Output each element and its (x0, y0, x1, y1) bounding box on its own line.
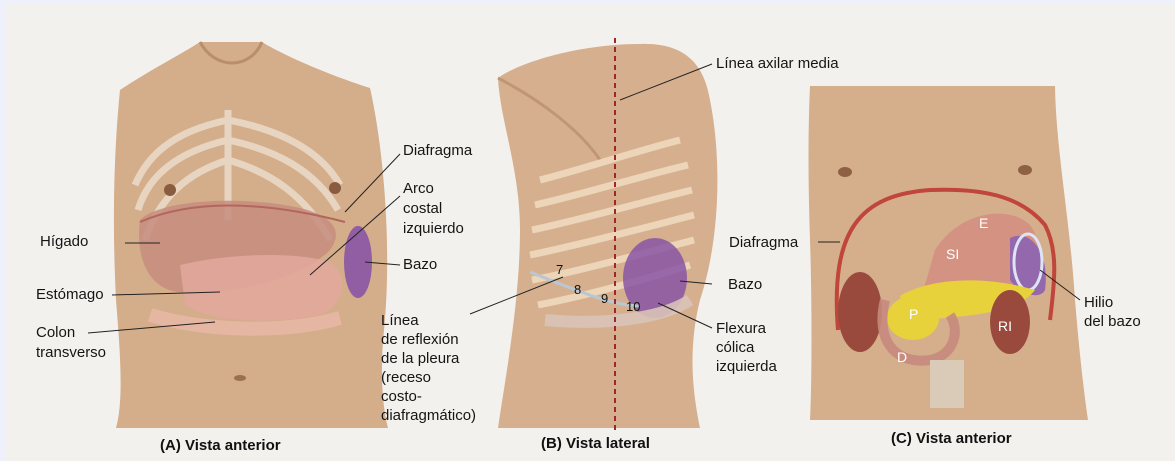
nipple-c-left (1018, 165, 1032, 175)
caption-panel-a: (A) Vista anterior (160, 437, 281, 454)
caption-panel-c: (C) Vista anterior (891, 430, 1012, 447)
organ-letter-d: D (897, 349, 907, 365)
label-arco-line2: costal (403, 200, 442, 218)
organ-letter-si: SI (946, 246, 959, 262)
label-arco-line1: Arco (403, 180, 434, 198)
label-colon-line1: Colon (36, 324, 75, 342)
label-higado: Hígado (40, 233, 88, 251)
nipple-a-right (164, 184, 176, 196)
stomach-a (180, 255, 342, 321)
label-hilio-1: Hilio (1084, 294, 1113, 312)
label-colon-line2: transverso (36, 344, 106, 362)
label-arco-line3: izquierdo (403, 220, 464, 238)
label-linea-reflexion-6: diafragmático) (381, 407, 476, 425)
kidney-c-right (838, 272, 882, 352)
label-flexura-2: cólica (716, 339, 754, 357)
label-diafragma-c: Diafragma (729, 234, 798, 252)
label-hilio-2: del bazo (1084, 313, 1141, 331)
nipple-a-left (329, 182, 341, 194)
rib-number-8: 8 (574, 282, 581, 297)
organ-letter-p: P (909, 306, 918, 322)
panel-a-illustration (88, 42, 400, 428)
label-bazo-a: Bazo (403, 256, 437, 274)
label-linea-axilar: Línea axilar media (716, 55, 839, 73)
rib-number-9: 9 (601, 291, 608, 306)
label-diafragma-a: Diafragma (403, 142, 472, 160)
rib-number-10: 10 (626, 299, 640, 314)
label-flexura-3: izquierda (716, 358, 777, 376)
label-linea-reflexion-3: de la pleura (381, 350, 459, 368)
label-linea-reflexion-5: costo- (381, 388, 422, 406)
nipple-c-right (838, 167, 852, 177)
organ-letter-e: E (979, 215, 988, 231)
rib-number-7: 7 (556, 262, 563, 277)
label-flexura-1: Flexura (716, 320, 766, 338)
label-estomago: Estómago (36, 286, 104, 304)
label-linea-reflexion-2: de reflexión (381, 331, 459, 349)
navel-a (234, 375, 246, 381)
label-linea-reflexion-1: Línea (381, 312, 419, 330)
spine-c (930, 360, 964, 408)
label-linea-reflexion-4: (receso (381, 369, 431, 387)
caption-panel-b: (B) Vista lateral (541, 435, 650, 452)
label-bazo-b: Bazo (728, 276, 762, 294)
organ-letter-ri: RI (998, 318, 1012, 334)
panel-b-illustration (470, 38, 717, 430)
